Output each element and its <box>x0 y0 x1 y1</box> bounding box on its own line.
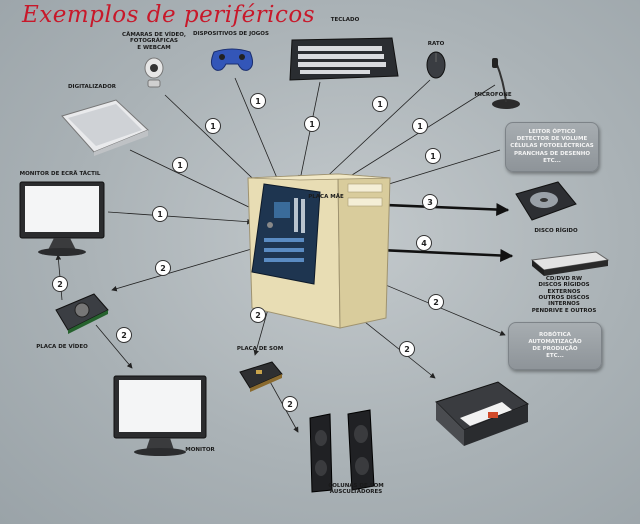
line-gamepad <box>234 77 283 191</box>
label-sound-card: PLACA DE SOM <box>236 346 284 352</box>
label-mouse: RATO <box>427 41 445 47</box>
hard-disk-image <box>515 181 577 221</box>
badge-touch-monitor: 1 <box>152 206 168 222</box>
label-scanner: DIGITALIZADOR <box>67 84 117 90</box>
microphone-image <box>492 58 520 109</box>
badge-mouse: 1 <box>372 96 388 112</box>
badge-printer: 2 <box>399 341 415 357</box>
badge-sound-card: 2 <box>250 307 266 323</box>
badge-scanner: 1 <box>172 157 188 173</box>
badge-input-box: 1 <box>425 148 441 164</box>
badge-robotics: 2 <box>428 294 444 310</box>
line-mouse <box>317 79 431 186</box>
badge-cd-dvd: 4 <box>416 235 432 251</box>
monitor-image <box>113 375 207 456</box>
line-microphone <box>324 84 496 193</box>
scanner-image <box>61 99 149 156</box>
mouse-image <box>426 51 446 79</box>
line-to-video-card <box>111 247 256 292</box>
diagram-title: Exemplos de periféricos <box>22 2 316 28</box>
gamepad-image <box>210 48 254 71</box>
label-video-card: PLACA DE VÍDEO <box>36 344 88 350</box>
badge-hard-disk: 3 <box>422 194 438 210</box>
line-touch-monitor <box>107 211 253 225</box>
label-cameras: CÂMARAS DE VÍDEO, FOTOGRÁFICAS E WEBCAM <box>122 32 186 51</box>
label-gamepads: DISPOSITIVOS DE JOGOS <box>193 31 269 37</box>
label-cd-dvd: CD/DVD RW DISCOS RÍGIDOS EXTERNOS OUTROS… <box>531 276 597 314</box>
badge-gamepad: 1 <box>250 93 266 109</box>
badge-camera: 1 <box>205 118 221 134</box>
label-monitor: MONITOR <box>185 447 215 453</box>
badge-monitor: 2 <box>116 327 132 343</box>
label-keyboard: TECLADO <box>330 17 360 23</box>
badge-video-card: 2 <box>155 260 171 276</box>
badge-speakers: 2 <box>282 396 298 412</box>
label-hard-disk: DISCO RÍGIDO <box>534 228 578 234</box>
touch-monitor-image <box>19 181 105 256</box>
label-microphone: MICROFONE <box>474 92 512 98</box>
label-touch-monitor: MONITOR DE ECRÃ TÁCTIL <box>19 171 101 177</box>
box-robotics-text: ROBÓTICA AUTOMATIZAÇÃO DE PRODUÇÃO ETC..… <box>528 331 582 360</box>
box-robotics: ROBÓTICA AUTOMATIZAÇÃO DE PRODUÇÃO ETC..… <box>508 322 602 370</box>
line-scanner <box>129 149 256 211</box>
cd-dvd-drive-image <box>530 251 610 276</box>
video-card-image <box>55 293 109 334</box>
sound-card-image <box>239 361 283 392</box>
webcam-image <box>144 57 164 88</box>
box-input-devices: LEITOR ÓPTICO DETECTOR DE VOLUME CÉLULAS… <box>505 122 599 172</box>
printer-image <box>435 381 530 446</box>
badge-keyboard: 1 <box>304 116 320 132</box>
motherboard-image <box>251 183 321 285</box>
speakers-image <box>309 409 375 493</box>
line-to-monitor <box>95 324 133 369</box>
label-motherboard: PLACA MÃE <box>308 194 344 200</box>
label-speakers: COLUNAS DE SOM AUSCULTADORES <box>328 483 384 496</box>
keyboard-image <box>289 37 399 81</box>
badge-monitor-touch-out: 2 <box>52 276 68 292</box>
box-input-devices-text: LEITOR ÓPTICO DETECTOR DE VOLUME CÉLULAS… <box>510 129 594 164</box>
badge-microphone: 1 <box>412 118 428 134</box>
